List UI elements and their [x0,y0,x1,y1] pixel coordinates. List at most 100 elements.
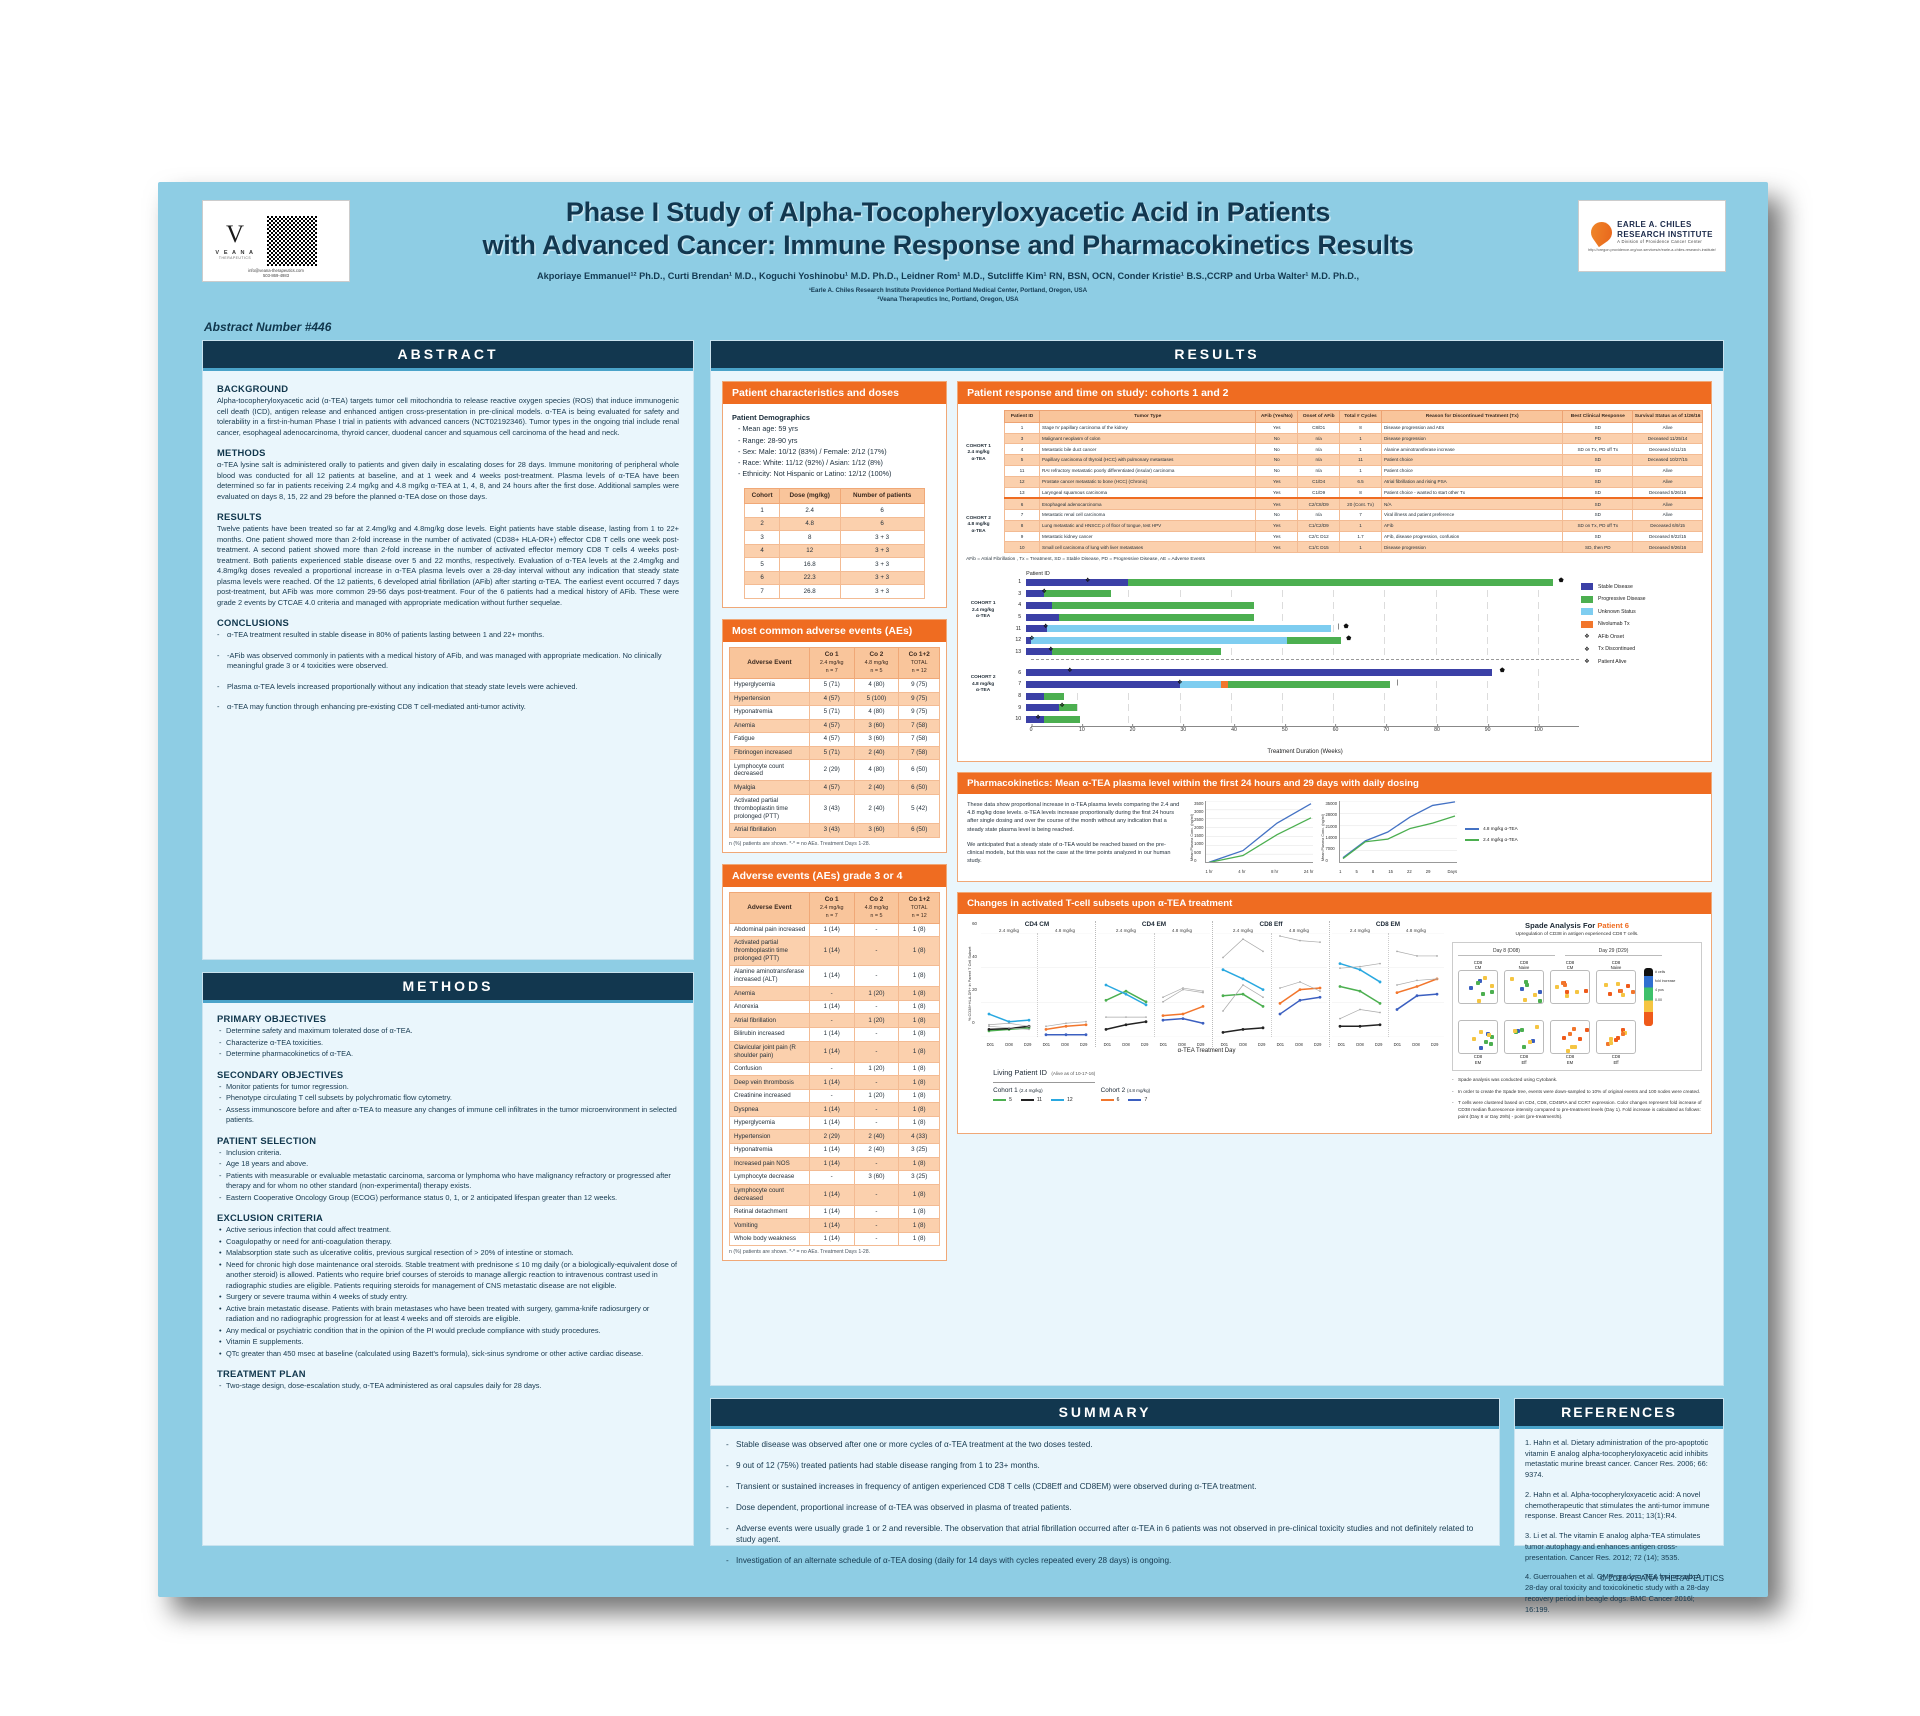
response-cell: 20 (Cont. Tx) [1340,498,1382,509]
ae-grade34-row: Retinal detachment1 (14)-1 (8) [730,1205,940,1219]
spade-node-cell [1578,1037,1582,1041]
tcell-legend-title: Living Patient ID [993,1068,1047,1077]
tcell-panel-title: CD8 Eff [1215,921,1327,928]
ae-common-cell: Anemia [730,719,810,733]
spade-node-cell [1484,1040,1488,1044]
ae-common-table-body: Hyperglycemia5 (71)4 (80)9 (75)Hypertens… [730,678,940,837]
swimmer-segment-pd [1228,681,1389,688]
tcell-x-tick: D01 [981,1042,1000,1047]
ae-grade34-cell: - [854,1027,899,1041]
ae-grade34-cell: 1 (14) [809,1143,854,1157]
ae-grade34-cell: 1 (14) [809,1205,854,1219]
ae-grade34-cell: - [854,1076,899,1090]
dose-table-body: 12.4624.86383 + 34123 + 3516.83 + 3622.3… [745,504,924,599]
dose-table-row: 516.83 + 3 [745,558,924,572]
veana-v-glyph: V [209,222,261,247]
ae-grade34-cell: 1 (14) [809,1116,854,1130]
ae-common-th-co2-c: n = 5 [870,668,882,674]
ae-common-cell: Myalgia [730,781,810,795]
swimmer-gridline [1333,693,1334,700]
response-cell: Atrial fibrillation and rising PSA [1381,476,1562,487]
ae-common-cell: 9 (75) [899,678,940,692]
swimmer-gridline [1384,590,1385,597]
pk-y-tick: 28000 [1325,812,1337,817]
ae-grade34-cell: 1 (20) [854,1062,899,1076]
ae-grade34-cell: 1 (8) [899,1014,940,1028]
tcell-legend: Living Patient ID (Alive as of 10-17-16)… [993,1062,1446,1103]
swimmer-gridline [1487,637,1488,644]
treatment-plan-heading: TREATMENT PLAN [217,1368,679,1379]
title-line-1: Phase I Study of Alpha-Tocopheryloxyacet… [566,197,1330,227]
ae-grade34-cell: Hypertension [730,1130,810,1144]
abstract-panel: ABSTRACT BACKGROUND Alpha-tocopheryloxya… [202,340,694,960]
ae-grade34-cell: 1 (14) [809,1219,854,1233]
response-cell: SD, then PD [1563,542,1633,553]
spade-node-cell [1555,985,1559,989]
spade-scale: # cellsfold increase4 pos0.00 [1636,968,1675,1026]
response-cell: Patient choice [1381,455,1562,466]
swimmer-gridline [1333,602,1334,609]
ae-grade34-cell: Lymphocyte decrease [730,1171,810,1185]
swimmer-xlabel: Treatment Duration (Weeks) [1031,749,1579,755]
response-cell: C1/C2/D9 [1298,520,1340,531]
swimmer-legend-item: ❖Tx Discontinued [1581,646,1699,653]
response-cell: PD [1563,433,1633,444]
swimmer-gridline [1487,704,1488,711]
response-header-cell: Total # Cycles [1340,411,1382,423]
response-cell: No [1256,510,1298,521]
spade-node-wrap-top: CD8CM [1458,960,1498,1005]
patient-selection-item: Patients with measurable or evaluable me… [217,1171,679,1192]
tcell-x-tick: D08 [1056,1042,1075,1047]
ae-grade34-cell: 1 (14) [809,1103,854,1117]
tcell-x-tick: D01 [1215,1042,1234,1047]
ae-grade34-cell: Abdominal pain increased [730,923,810,937]
demographics-list: - Mean age: 59 yrs- Range: 28-90 yrs- Se… [732,423,937,479]
response-cell: 13 [1005,487,1040,498]
response-cell: Deceased 5/26/16 [1633,487,1703,498]
spade-node [1550,970,1590,1004]
response-cell: Patient choice - wanted to start other T… [1381,487,1562,498]
response-cell: No [1256,466,1298,477]
tcell-legend-item: 7 [1128,1097,1147,1103]
ae-grade34-title: Adverse events (AEs) grade 3 or 4 [723,865,946,887]
tcell-x-tick-row: D01D08D29 [1098,1042,1154,1047]
pk-x-tick: 8 hr [1271,869,1278,874]
copyright-footer: © 2016 VEANA THERAPEUTICS [1600,1573,1724,1583]
tx-discontinued-marker: ❘ [1395,680,1400,686]
tcell-subplots: D01D08D29D01D08D29 [1098,933,1210,1047]
exclusion-criterion-item: Active brain metastatic disease. Patient… [217,1304,679,1325]
affiliation-1: ¹Earle A. Chiles Research Institute Prov… [809,287,1087,294]
table-row: 12Prostate cancer metastatic to bone (HC… [1005,476,1703,487]
swimmer-legend-swatch: ❖ [1581,646,1593,653]
response-cell: 8 [1005,520,1040,531]
tcell-x-tick: D08 [1117,1042,1136,1047]
spade-node [1504,1020,1544,1054]
summary-item: Investigation of an alternate schedule o… [725,1555,1485,1567]
ae-common-th-total-b: TOTAL [911,660,928,666]
swimmer-row: 10❖ [1000,714,1579,724]
response-cell: SD [1563,422,1633,433]
tcell-y-axis-label: % CD38+HLA-DR+ in Parent T Cell Subset [967,921,972,1047]
spade-node-label-top: CD8Naive [1596,960,1636,971]
ae-grade34-cell: 1 (8) [899,1157,940,1171]
response-cell: Papillary carcinoma of thyroid (HCC) wit… [1040,455,1256,466]
spade-title: Spade Analysis For Patient 6 [1452,921,1702,930]
tcell-legend-patient-id: 12 [1067,1097,1073,1103]
tcell-x-tick: D29 [1369,1042,1388,1047]
response-cell: Prostate cancer metastatic to bone (HCC)… [1040,476,1256,487]
swimmer-gridline [1487,681,1488,688]
spade-node-cell [1490,990,1494,994]
response-cell: 6.5 [1340,476,1382,487]
swimmer-gridline [1538,716,1539,723]
response-cell: Laryngeal squamous carcinoma [1040,487,1256,498]
ae-common-row: Atrial fibrillation3 (43)3 (60)6 (50) [730,824,940,838]
swimmer-track [1026,602,1579,609]
dose-table-cell: 3 + 3 [840,571,924,585]
demographics-item: - Mean age: 59 yrs [732,423,937,434]
spade-node-cell [1535,1025,1539,1029]
response-cell: SD [1563,455,1633,466]
swimmer-segment-us [1180,681,1221,688]
ae-grade34-cell: 1 (14) [809,1000,854,1014]
swimmer-track: ❖⬟ [1026,669,1579,676]
swimmer-track: ❖ [1026,716,1579,723]
